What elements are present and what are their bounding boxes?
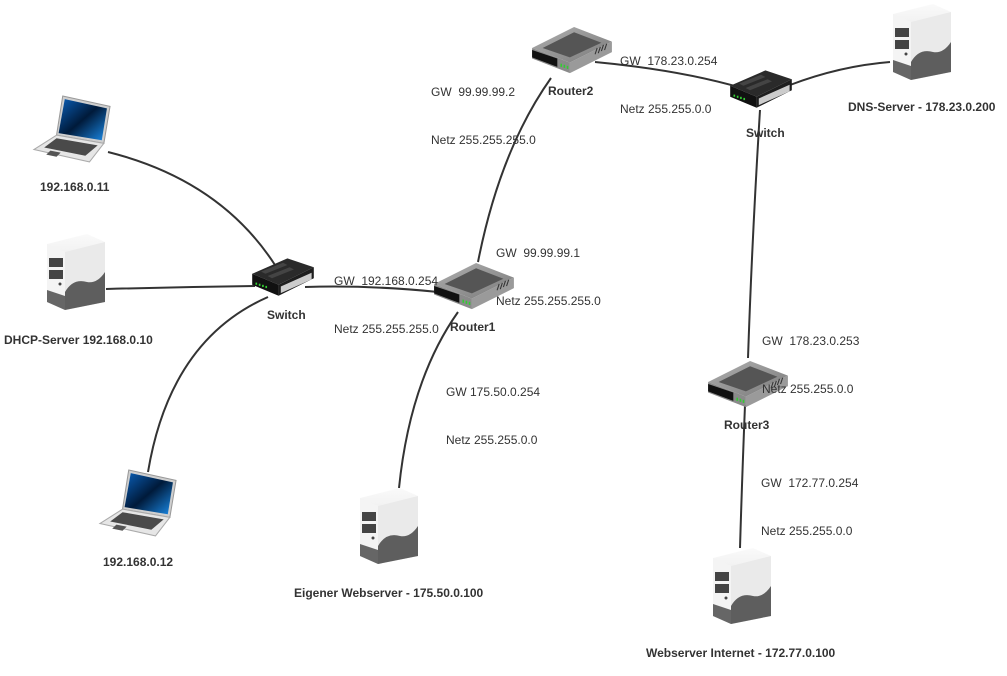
router1-webserver-config: GW 175.50.0.254 Netz 255.255.0.0 xyxy=(446,352,540,464)
laptop-icon[interactable] xyxy=(96,468,182,540)
link-switch1-router1 xyxy=(304,285,439,293)
netmask-text: Netz 255.255.255.0 xyxy=(334,322,439,336)
gateway-text: GW 192.168.0.254 xyxy=(334,274,439,288)
switch-2-label: Switch xyxy=(746,126,785,140)
link-switch2-dns xyxy=(789,61,891,86)
netmask-text: Netz 255.255.255.0 xyxy=(496,294,601,308)
laptop-2-label: 192.168.0.12 xyxy=(103,555,174,569)
switch-icon[interactable] xyxy=(728,66,794,110)
server-icon[interactable] xyxy=(888,2,956,82)
gateway-text: GW 172.77.0.254 xyxy=(761,476,859,490)
router3-upstream-config: GW 178.23.0.253 Netz 255.255.0.0 xyxy=(762,301,859,413)
link-router1-router2 xyxy=(477,77,552,263)
laptop-icon[interactable] xyxy=(30,94,116,166)
router3-downstream-config: GW 172.77.0.254 Netz 255.255.0.0 xyxy=(761,443,858,555)
router-1-label: Router1 xyxy=(450,320,496,334)
dhcp-server-label: DHCP-Server 192.168.0.10 xyxy=(4,333,153,347)
link-router1-webserver xyxy=(398,311,459,489)
server-icon[interactable] xyxy=(355,486,423,566)
netmask-text: Netz 255.255.255.0 xyxy=(431,133,536,147)
netmask-text: Netz 255.255.0.0 xyxy=(620,102,712,116)
link-router3-webserver-internet xyxy=(739,404,746,549)
router1-lan-config: GW 192.168.0.254 Netz 255.255.255.0 xyxy=(334,241,439,353)
link-dhcp-switch1 xyxy=(105,285,256,290)
link-laptop1-switch1 xyxy=(107,151,276,266)
router-icon[interactable] xyxy=(530,22,614,76)
gateway-text: GW 178.23.0.253 xyxy=(762,334,860,348)
router1-wan-config: GW 99.99.99.1 Netz 255.255.255.0 xyxy=(496,213,601,325)
gateway-text: GW 99.99.99.1 xyxy=(496,246,581,260)
server-icon[interactable] xyxy=(42,232,110,312)
own-webserver-label: Eigener Webserver - 175.50.0.100 xyxy=(294,586,484,600)
netmask-text: Netz 255.255.0.0 xyxy=(761,524,853,538)
switch-icon[interactable] xyxy=(250,254,316,298)
switch-1-label: Switch xyxy=(267,308,306,322)
router2-lan-config: GW 178.23.0.254 Netz 255.255.0.0 xyxy=(620,21,717,133)
server-icon[interactable] xyxy=(708,546,776,626)
link-laptop2-switch1 xyxy=(147,296,269,473)
router-3-label: Router3 xyxy=(724,418,770,432)
gateway-text: GW 99.99.99.2 xyxy=(431,85,516,99)
router-2-label: Router2 xyxy=(548,84,594,98)
internet-webserver-label: Webserver Internet - 172.77.0.100 xyxy=(646,646,836,660)
netmask-text: Netz 255.255.0.0 xyxy=(446,433,538,447)
gateway-text: GW 175.50.0.254 xyxy=(446,385,541,399)
netmask-text: Netz 255.255.0.0 xyxy=(762,382,854,396)
dns-server-label: DNS-Server - 178.23.0.200 xyxy=(848,100,996,114)
laptop-1-label: 192.168.0.11 xyxy=(40,180,110,194)
router2-wan-config: GW 99.99.99.2 Netz 255.255.255.0 xyxy=(431,52,536,164)
gateway-text: GW 178.23.0.254 xyxy=(620,54,718,68)
link-router2-switch2 xyxy=(594,61,743,89)
link-switch2-router3 xyxy=(747,109,761,359)
